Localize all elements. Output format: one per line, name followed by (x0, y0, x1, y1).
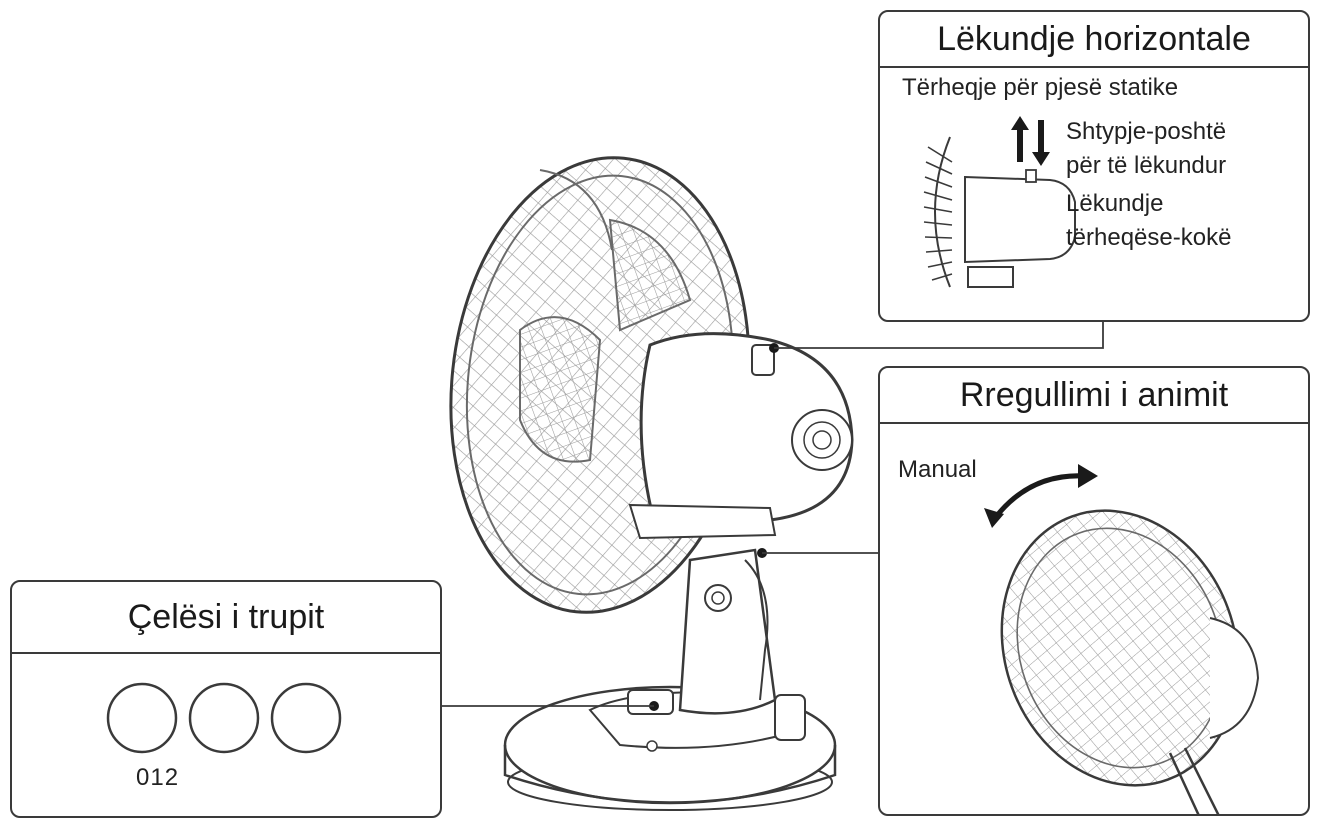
curved-double-arrow-icon (995, 476, 1085, 518)
tilt-illustration (880, 368, 1310, 816)
leader-oscillation (774, 322, 1103, 348)
switch-positions-label: 012 (136, 764, 179, 792)
switch-button-1 (190, 684, 258, 752)
body-switch-callout: Çelësi i trupit 012 (10, 580, 442, 818)
knob-label-line1: Lëkundje (1066, 190, 1163, 218)
push-label-line1: Shtypje-poshtë (1066, 118, 1226, 146)
knob-label-line2: tërheqëse-kokë (1066, 224, 1231, 252)
arrow-up-icon (1011, 116, 1029, 162)
arrow-down-icon (1032, 120, 1050, 166)
switch-buttons (12, 582, 442, 818)
switch-button-2 (272, 684, 340, 752)
switch-button-0 (108, 684, 176, 752)
motor-housing (630, 334, 852, 538)
tilt-callout: Rregullimi i animit Manual (878, 366, 1310, 816)
push-label-line2: për të lëkundur (1066, 152, 1226, 180)
oscillation-callout: Lëkundje horizontale Tërheqje për pjesë … (878, 10, 1310, 322)
